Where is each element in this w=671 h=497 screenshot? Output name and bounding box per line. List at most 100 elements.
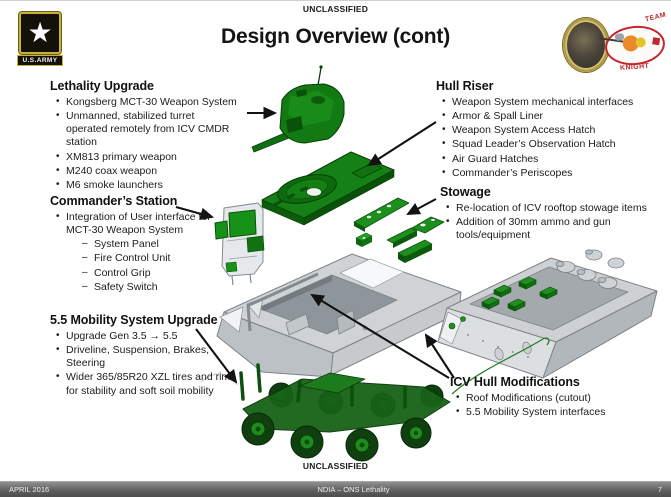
icv-hull-right-graphic: [437, 249, 658, 379]
bullet-text: Fire Control Unit: [94, 252, 171, 265]
bullet-text: Armor & Spall Liner: [452, 110, 544, 123]
bullet-item: •M240 coax weapon: [56, 165, 250, 178]
turret-graphic: [251, 65, 345, 153]
green-components-graphic: [448, 276, 558, 330]
sub-bullet-item: –Fire Control Unit: [82, 252, 245, 265]
bullet-text: Safety Switch: [94, 280, 158, 293]
bullet-item: • Squad Leader’s Observation Hatch: [442, 138, 666, 151]
bullet-text: Commander’s Periscopes: [452, 166, 573, 179]
callout-arrows: [175, 106, 455, 384]
dash-marker: –: [82, 238, 88, 250]
bullet-text: Weapon System mechanical interfaces: [452, 96, 634, 108]
bullet-item: • Driveline, Suspension, Brakes, Steering: [56, 344, 250, 370]
page-title: Design Overview (cont): [221, 25, 450, 48]
bullet-marker: •: [446, 202, 450, 213]
classification-banner-top: UNCLASSIFIED: [302, 4, 369, 14]
arrow-hullriser-to-plate: [367, 121, 437, 167]
bullet-item: • Air Guard Hatches: [442, 153, 666, 166]
callout-heading: 5.5 Mobility System Upgrade: [50, 313, 218, 327]
bullet-marker: •: [456, 406, 460, 418]
classification-banner-bottom: UNCLASSIFIED: [302, 461, 369, 471]
callout-heading: Hull Riser: [436, 79, 494, 93]
bullet-marker: •: [442, 138, 446, 150]
sub-bullet-item: –System Panel: [82, 238, 245, 251]
mobility-chassis-graphic: [200, 337, 550, 462]
callout-heading: Stowage: [440, 185, 491, 199]
bullet-text: Upgrade Gen 3.5 → 5.5: [66, 330, 178, 342]
footer-brief-title: NDIA – ONS Lethality: [317, 485, 390, 494]
dash-marker: –: [82, 280, 88, 292]
bullet-marker: •: [56, 211, 60, 222]
bullet-text: System Panel: [94, 238, 159, 251]
bullet-item: •XM813 primary weapon: [56, 151, 250, 164]
bullet-text: Integration of User interface for MCT-30…: [66, 211, 211, 237]
bullet-text: 5.5 Mobility System interfaces: [466, 406, 606, 419]
bullet-marker: •: [56, 96, 60, 107]
bullet-text: Weapon System Access Hatch: [452, 124, 596, 137]
dash-marker: –: [82, 266, 88, 278]
callout-hull-riser: Hull Riser • Weapon System mechanical int…: [436, 79, 666, 181]
callout-stowage: Stowage • Re-location of ICV rooftop stow…: [440, 185, 668, 243]
footer-bar: APRIL 2016 NDIA – ONS Lethality 7: [0, 481, 671, 497]
bullet-text: Control Grip: [94, 266, 151, 279]
sub-bullet-item: –Safety Switch: [82, 281, 245, 294]
bullet-text: Roof Modifications (cutout): [466, 392, 591, 404]
arrow-icv-to-right-hull: [424, 333, 455, 379]
bullet-text: Air Guard Hatches: [452, 152, 539, 165]
bullet-text: Addition of 30mm ammo and gun tools/equi…: [456, 216, 611, 242]
bullet-item: • Re-location of ICV rooftop stowage item…: [446, 202, 668, 215]
army-logo-text: U.S.ARMY: [17, 55, 63, 66]
stowage-items-graphic: [353, 197, 445, 263]
bullet-item: • Weapon System Access Hatch: [442, 124, 666, 137]
bullet-text: M6 smoke launchers: [66, 178, 163, 191]
stowed-drums-graphic: [555, 249, 625, 289]
bullet-text: Kongsberg MCT-30 Weapon System: [66, 96, 237, 108]
bullet-item: • M6 smoke launchers: [56, 179, 250, 192]
bullet-item: •Armor & Spall Liner: [442, 110, 666, 123]
bullet-marker: •: [56, 164, 60, 176]
bullet-item: • Weapon System mechanical interfaces: [442, 96, 666, 109]
bullet-text: Driveline, Suspension, Brakes, Steering: [66, 344, 209, 370]
bullet-text: Unmanned, stabilized turret operated rem…: [66, 110, 230, 149]
footer-date: APRIL 2016: [9, 485, 50, 494]
bullet-marker: •: [442, 152, 446, 164]
bullet-text: Wider 365/85R20 XZL tires and rims for s…: [66, 371, 236, 397]
callout-heading: Lethality Upgrade: [50, 79, 154, 93]
hull-riser-plate-graphic: [261, 151, 395, 226]
bullet-marker: •: [442, 166, 446, 178]
bullet-marker: •: [56, 330, 60, 341]
sub-bullet-item: –Control Grip: [82, 267, 245, 280]
bullet-item: • Upgrade Gen 3.5 → 5.5: [56, 330, 250, 343]
bullet-marker: •: [446, 216, 450, 228]
bullet-item: • Commander’s Periscopes: [442, 167, 666, 180]
bullet-marker: •: [442, 124, 446, 136]
callout-icv-hull-modifications: ICV Hull Modifications •Roof Modificatio…: [450, 375, 660, 420]
bullet-marker: •: [442, 96, 446, 107]
bullet-marker: •: [56, 150, 60, 162]
bullet-marker: •: [56, 178, 60, 190]
bullet-marker: •: [456, 392, 460, 403]
bullet-text: Squad Leader’s Observation Hatch: [452, 138, 616, 151]
bullet-item: • Roof Modifications (cutout): [456, 392, 660, 405]
bullet-item: •Wider 365/85R20 XZL tires and rims for …: [56, 371, 250, 397]
commanders-station-graphic: [214, 202, 265, 286]
star-glyph: ★: [27, 17, 53, 48]
callout-mobility-upgrade: 5.5 Mobility System Upgrade • Upgrade Gen…: [50, 313, 250, 399]
callout-commanders-station: Commander’s Station • Integration of User…: [50, 194, 245, 295]
front-wheel-row-graphic: [241, 412, 432, 462]
rivets-graphic: [467, 334, 529, 358]
callout-lethality-upgrade: Lethality Upgrade • Kongsberg MCT-30 Weap…: [50, 79, 250, 193]
riser-slots-graphic: [273, 186, 309, 206]
bullet-marker: •: [56, 344, 60, 356]
arrow-mobility-to-chassis: [195, 328, 238, 384]
arrow-commanders-station: [175, 205, 215, 220]
callout-heading: Commander’s Station: [50, 194, 178, 208]
bullet-item: • Addition of 30mm ammo and gun tools/equ…: [446, 216, 668, 242]
bullet-text: Re-location of ICV rooftop stowage items: [456, 202, 647, 214]
army-star-icon: ★: [18, 11, 62, 55]
bullet-item: • Integration of User interface for MCT-3…: [56, 211, 245, 237]
footer-page-number: 7: [657, 485, 662, 494]
bullet-marker: •: [56, 110, 60, 122]
